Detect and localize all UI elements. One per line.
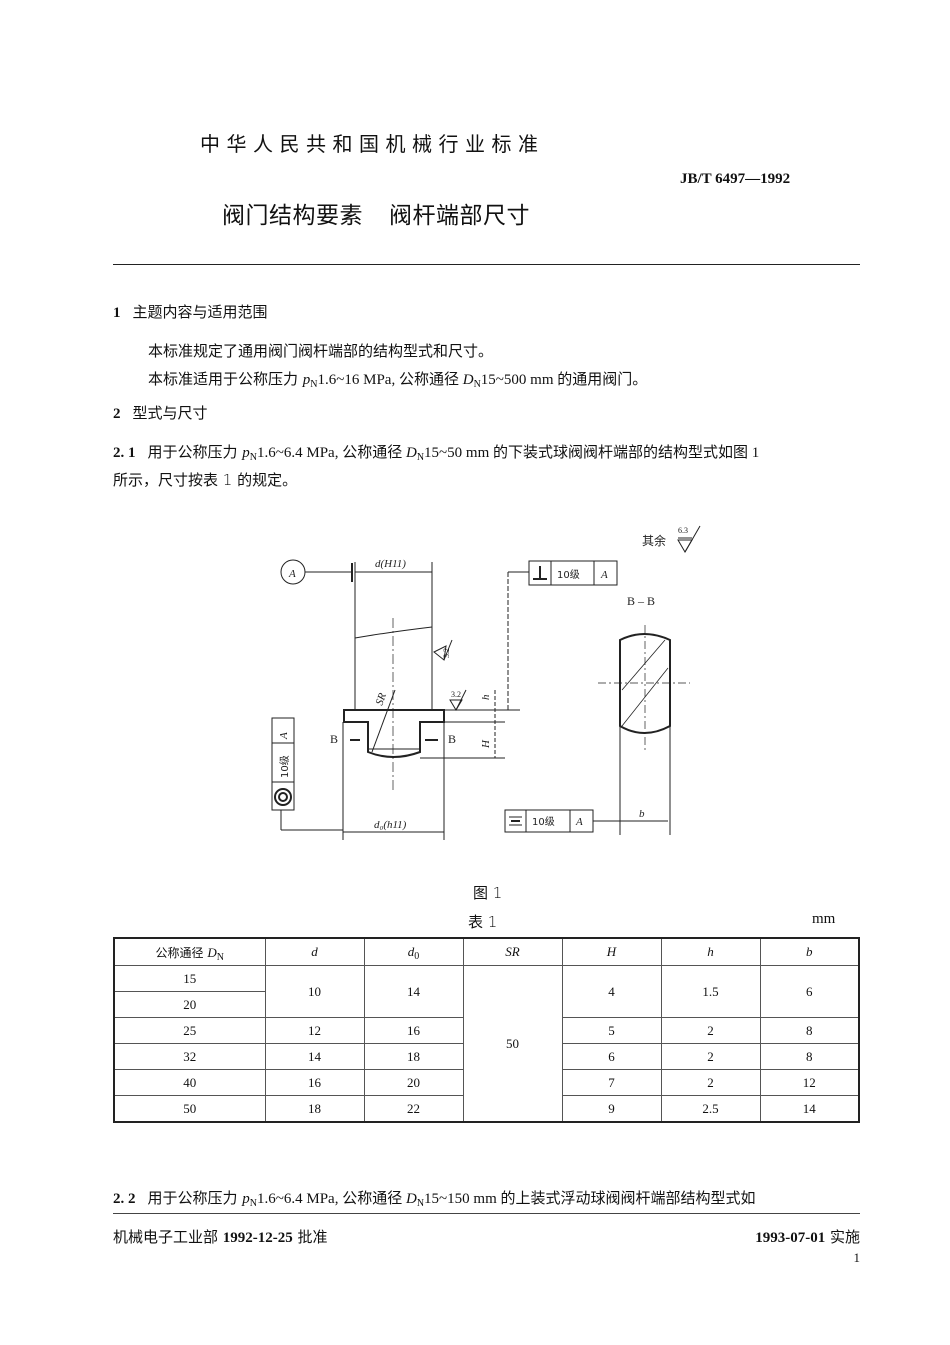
svg-text:SR: SR xyxy=(374,691,390,707)
svg-text:b: b xyxy=(639,808,645,820)
svg-text:A: A xyxy=(278,732,290,740)
svg-text:3.2: 3.2 xyxy=(451,690,461,699)
col-header-H: H xyxy=(561,937,662,966)
table-header-row: 公称通径 DN d d0 SR H h b xyxy=(113,937,860,966)
svg-text:10级: 10级 xyxy=(279,755,291,778)
table-row: 15 10 14 50 4 1.5 6 xyxy=(113,965,860,1123)
dimension-table: 公称通径 DN d d0 SR H h b 15 10 14 50 4 1.5 … xyxy=(113,937,860,1123)
section-1-para2: 本标准适用于公称压力 pN1.6~16 MPa, 公称通径 DN15~500 m… xyxy=(148,370,648,390)
svg-text:d(H11): d(H11) xyxy=(375,558,406,570)
header-rule xyxy=(113,264,860,265)
svg-text:h: h xyxy=(480,694,492,700)
table-caption: 表 1 xyxy=(468,913,498,931)
svg-text:6.3: 6.3 xyxy=(678,526,688,535)
col-header-b: b xyxy=(759,937,860,966)
table-unit: mm xyxy=(812,911,836,927)
footer-rule xyxy=(113,1213,860,1214)
col-header-d0: d0 xyxy=(363,937,464,966)
section-1-para1: 本标准规定了通用阀门阀杆端部的结构型式和尺寸。 xyxy=(148,342,494,360)
doc-title-part2: 阀杆端部尺寸 xyxy=(389,203,530,229)
org-title: 中华人民共和国机械行业标准 xyxy=(200,132,545,156)
sr-merged-cell: 50 xyxy=(462,965,563,1123)
svg-text:H: H xyxy=(480,739,492,749)
svg-text:d₀(h11): d₀(h11) xyxy=(374,819,407,831)
svg-text:B – B: B – B xyxy=(627,594,655,608)
svg-text:A: A xyxy=(600,569,608,581)
table-row: 20 xyxy=(113,991,859,1018)
svg-text:A: A xyxy=(288,568,296,580)
section-2-1-para-cont: 所示，尺寸按表 1 的规定。 xyxy=(113,471,298,489)
standard-number: JB/T 6497—1992 xyxy=(680,171,791,187)
figure-caption: 图 1 xyxy=(473,884,503,902)
col-header-dn: 公称通径 DN xyxy=(113,937,266,966)
doc-title-part1: 阀门结构要素 xyxy=(222,203,363,229)
svg-text:3.2: 3.2 xyxy=(442,648,451,658)
col-header-sr: SR xyxy=(462,937,563,966)
doc-title: 阀门结构要素阀杆端部尺寸 xyxy=(222,196,530,230)
effective-info: 1993-07-01 实施 xyxy=(755,1228,860,1246)
col-header-h: h xyxy=(660,937,761,966)
svg-text:B: B xyxy=(448,732,456,746)
col-header-d: d xyxy=(264,937,365,966)
svg-text:10级: 10级 xyxy=(532,816,555,828)
page-number: 1 xyxy=(853,1250,861,1265)
svg-text:其余: 其余 xyxy=(642,533,666,548)
svg-text:B: B xyxy=(330,732,338,746)
svg-text:A: A xyxy=(575,816,583,828)
figure-1-drawing: A d(H11) d₀(h11) SR 3.2 3.2 h H B B B – … xyxy=(271,525,701,840)
approval-info: 机械电子工业部 1992-12-25 批准 xyxy=(113,1228,328,1246)
svg-text:10级: 10级 xyxy=(557,569,580,581)
